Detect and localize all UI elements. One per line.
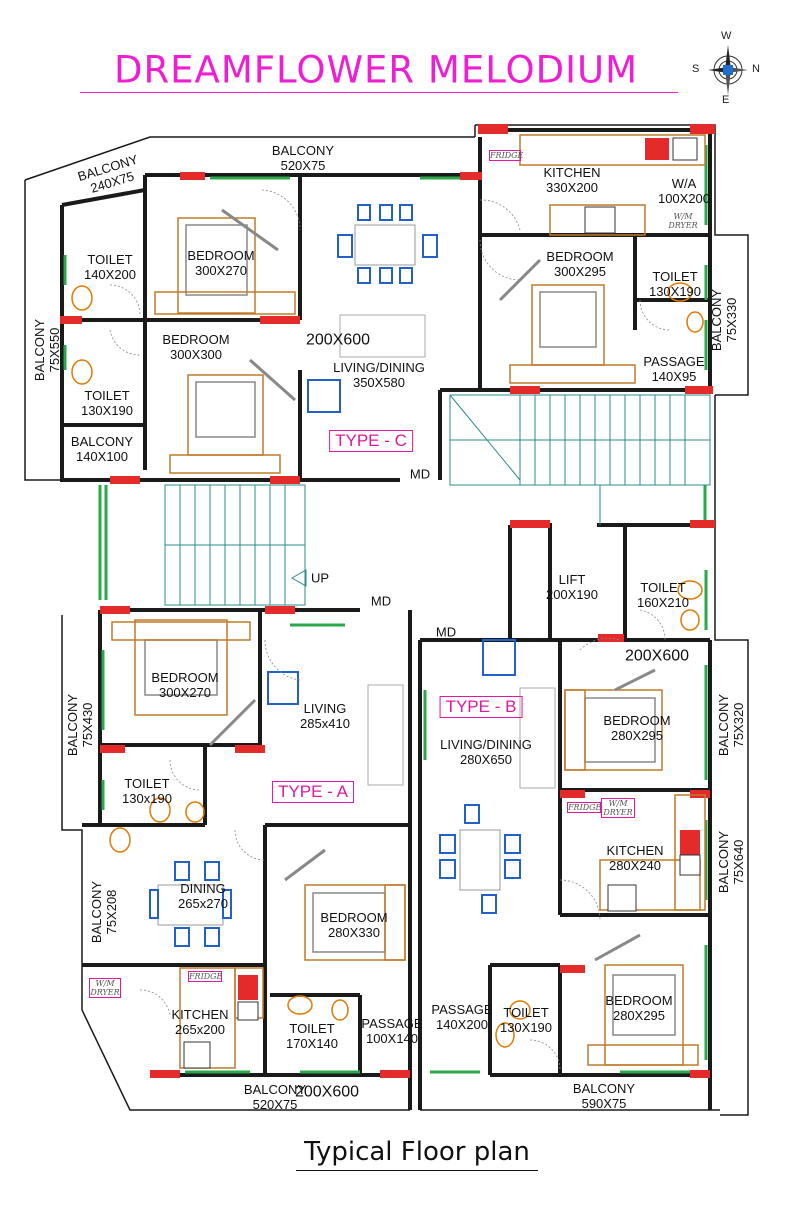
dining-sets [149, 204, 521, 947]
door-swings [109, 189, 671, 1071]
type-b-label: TYPE - B [439, 696, 523, 718]
lift-label: LIFT 200X190 [545, 572, 599, 602]
toilet-130x190-label: TOILET 130x190 [122, 776, 172, 806]
living-285x410-label: LIVING 285x410 [300, 701, 350, 731]
bedroom-300x300-label: BEDROOM 300X300 [162, 332, 230, 362]
balcony-75x640-label: BALCONY 75X640 [716, 830, 746, 894]
toilet-140x200-label: TOILET 140X200 [83, 252, 137, 282]
toilet-130x190-label: TOILET 130X190 [648, 269, 702, 299]
fridge-label: FRIDGE [567, 802, 602, 813]
toilet-130x190-label: TOILET 130X190 [499, 1005, 553, 1035]
window-200x600-label: 200X600 [294, 1083, 360, 1101]
dining-265x270-label: DINING 265x270 [178, 881, 228, 911]
toilet-130x190-label: TOILET 130X190 [80, 388, 134, 418]
compass-s: S [692, 63, 700, 75]
balcony-75x320-label: BALCONY 75X320 [716, 693, 746, 757]
living-dining-350x580-label: LIVING/DINING 350X580 [333, 360, 425, 390]
bedroom-280x330-label: BEDROOM 280X330 [320, 910, 388, 940]
compass-n: N [752, 63, 760, 75]
fridge-label: FRIDGE [188, 971, 223, 982]
balcony-590x75-label: BALCONY 590X75 [572, 1081, 636, 1111]
kitchen-280x240-label: KITCHEN 280X240 [606, 843, 664, 873]
hobs-sinks [183, 137, 701, 1069]
type-c-label: TYPE - C [329, 430, 413, 452]
passage-140x200-label: PASSAGE 140X200 [431, 1002, 493, 1032]
balcony-75x330-label: BALCONY 75X330 [709, 288, 739, 352]
living-dining-280x650-label: LIVING/DINING 280X650 [440, 737, 532, 767]
compass-rose-icon [708, 45, 748, 95]
beds [111, 217, 699, 1066]
balcony-520x75-label: BALCONY 520X75 [271, 143, 335, 173]
bedroom-300x295-label: BEDROOM 300X295 [546, 249, 614, 279]
compass-e: E [722, 94, 730, 106]
wa-100x200-label: W/A 100X200 [657, 176, 711, 206]
main-door-label: MD [435, 624, 457, 640]
staircase-a [164, 484, 307, 606]
bedroom-280x295-label: BEDROOM 280X295 [603, 713, 671, 743]
outer-walls [24, 124, 749, 1116]
windows [63, 145, 708, 1074]
kitchen-330x200-label: KITCHEN 330X200 [543, 165, 601, 195]
wardrobes [208, 208, 656, 962]
balcony-520x75-label: BALCONY 520X75 [243, 1082, 307, 1112]
bedroom-300x270-label: BEDROOM 300X270 [187, 248, 255, 278]
window-200x600-label: 200X600 [624, 647, 690, 665]
window-200x600-label: 200X600 [305, 331, 371, 349]
plan-caption: Typical Floor plan [304, 1137, 530, 1167]
washer-dryer-label: W/M DRYER [89, 978, 121, 998]
compass-w: W [721, 30, 732, 42]
balcony-75x208-label: BALCONY 75X208 [89, 880, 119, 944]
type-a-label: TYPE - A [272, 781, 354, 803]
title-underline [80, 92, 678, 93]
balcony-75x430-label: BALCONY 75X430 [65, 693, 95, 757]
passage-140x95-label: PASSAGE 140X95 [643, 354, 705, 384]
staircase-c [449, 394, 711, 525]
bedroom-300x270-label: BEDROOM 300X270 [151, 670, 219, 700]
project-title: DREAMFLOWER MELODIUM [113, 48, 639, 92]
main-door-label: MD [409, 466, 431, 482]
toilet-170x140-label: TOILET 170X140 [285, 1021, 339, 1051]
washer-dryer-label: W/M DRYER [601, 798, 635, 818]
toilet-fixtures [71, 282, 704, 1048]
passage-100x140-label: PASSAGE 100X140 [361, 1016, 423, 1046]
sofas [339, 314, 556, 789]
kitchen-265x200-label: KITCHEN 265x200 [171, 1007, 229, 1037]
balcony-140x100-label: BALCONY 140X100 [70, 434, 134, 464]
main-door-label: MD [370, 593, 392, 609]
balcony-75x550-label: BALCONY 75X550 [32, 318, 62, 382]
toilet-160x210-label: TOILET 160X210 [636, 580, 690, 610]
fridge-label: FRIDGE [489, 150, 524, 161]
stair-up-label: UP [310, 570, 330, 586]
bedroom-280x295-label: BEDROOM 280X295 [605, 993, 673, 1023]
caption-underline [296, 1170, 538, 1171]
washer-dryer-label: W/M DRYER [668, 212, 698, 230]
